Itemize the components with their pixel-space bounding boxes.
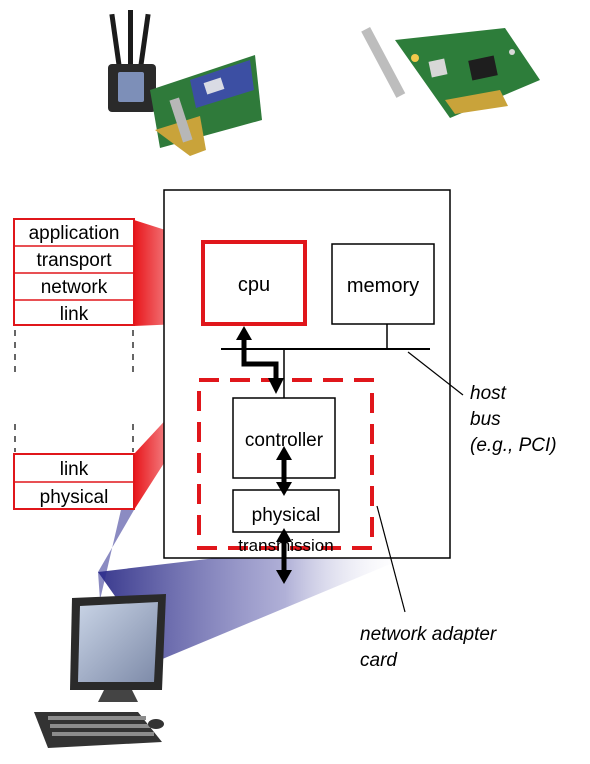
host-bus-line-1: host xyxy=(470,383,507,404)
stack-layer-transport: transport xyxy=(37,250,113,271)
host-bus xyxy=(221,324,430,398)
wireless-network-card-icon xyxy=(108,10,262,156)
arrow-head-up-cpu xyxy=(236,326,252,340)
stack-layer-application: application xyxy=(29,223,120,244)
stack-layer-network: network xyxy=(41,277,108,298)
physical-to-network-arrow xyxy=(276,528,292,584)
host-bus-line-3: (e.g., PCI) xyxy=(470,435,557,456)
protocol-stack-top: application transport network link xyxy=(13,218,135,326)
network-adapter-card-outline xyxy=(197,378,374,550)
adapter-card-line-2: card xyxy=(360,650,398,671)
stack-layer-link-bottom: link xyxy=(60,459,89,480)
adapter-card-line-1: network adapter xyxy=(360,624,497,645)
cpu-label: cpu xyxy=(238,274,270,296)
cpu-to-controller-arrow xyxy=(241,338,279,380)
physical-box: physical xyxy=(232,489,340,533)
memory-label: memory xyxy=(347,275,419,297)
stack-continuation-lines xyxy=(14,330,134,452)
arrow-head-down-controller xyxy=(268,378,284,394)
adapter-card-annotation: network adapter card xyxy=(360,505,497,671)
host-bus-line-2: bus xyxy=(470,409,501,430)
desktop-computer-icon xyxy=(34,594,166,748)
controller-to-physical-arrow xyxy=(276,446,292,496)
memory-box: memory xyxy=(331,243,435,325)
stack-layer-physical: physical xyxy=(40,487,109,508)
cpu-box: cpu xyxy=(201,240,307,326)
physical-label: physical xyxy=(252,505,321,526)
controller-label: controller xyxy=(245,430,324,451)
stack-layer-link-top: link xyxy=(60,304,89,325)
ethernet-network-card-icon xyxy=(361,26,540,118)
host-bus-annotation: host bus (e.g., PCI) xyxy=(407,351,557,456)
protocol-stack-bottom: link physical xyxy=(13,453,135,510)
